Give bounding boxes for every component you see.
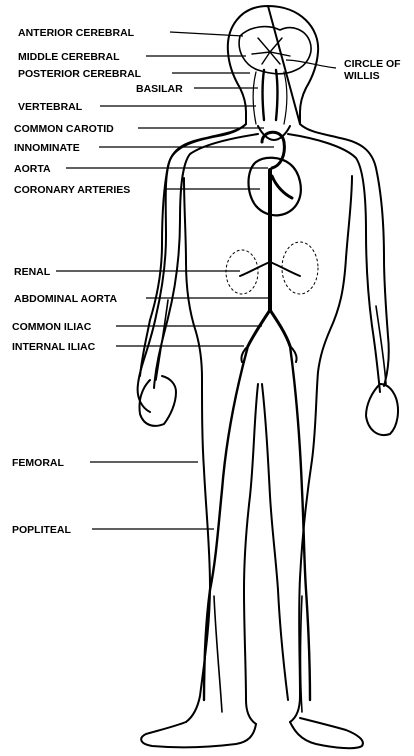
label-coronary-arteries: CORONARY ARTERIES: [14, 184, 130, 196]
label-basilar: BASILAR: [136, 83, 183, 95]
label-popliteal: POPLITEAL: [12, 524, 72, 536]
label-middle-cerebral: MIDDLE CEREBRAL: [18, 51, 120, 63]
label-common-carotid: COMMON CAROTID: [14, 123, 114, 135]
label-circle-of-willis-1: CIRCLE OF: [344, 58, 401, 70]
label-common-iliac: COMMON ILIAC: [12, 321, 92, 333]
label-vertebral: VERTEBRAL: [18, 101, 83, 113]
body-outline: [138, 6, 398, 748]
label-renal: RENAL: [14, 266, 51, 278]
label-femoral: FEMORAL: [12, 457, 64, 469]
label-posterior-cerebral: POSTERIOR CEREBRAL: [18, 68, 142, 80]
label-innominate: INNOMINATE: [14, 142, 80, 154]
label-anterior-cerebral: ANTERIOR CEREBRAL: [18, 27, 135, 39]
arteries: [154, 27, 386, 712]
label-internal-iliac: INTERNAL ILIAC: [12, 341, 96, 353]
label-abdominal-aorta: ABDOMINAL AORTA: [14, 293, 117, 305]
leader-lines: [56, 32, 336, 529]
label-circle-of-willis-2: WILLIS: [344, 70, 380, 82]
label-aorta: AORTA: [14, 163, 51, 175]
